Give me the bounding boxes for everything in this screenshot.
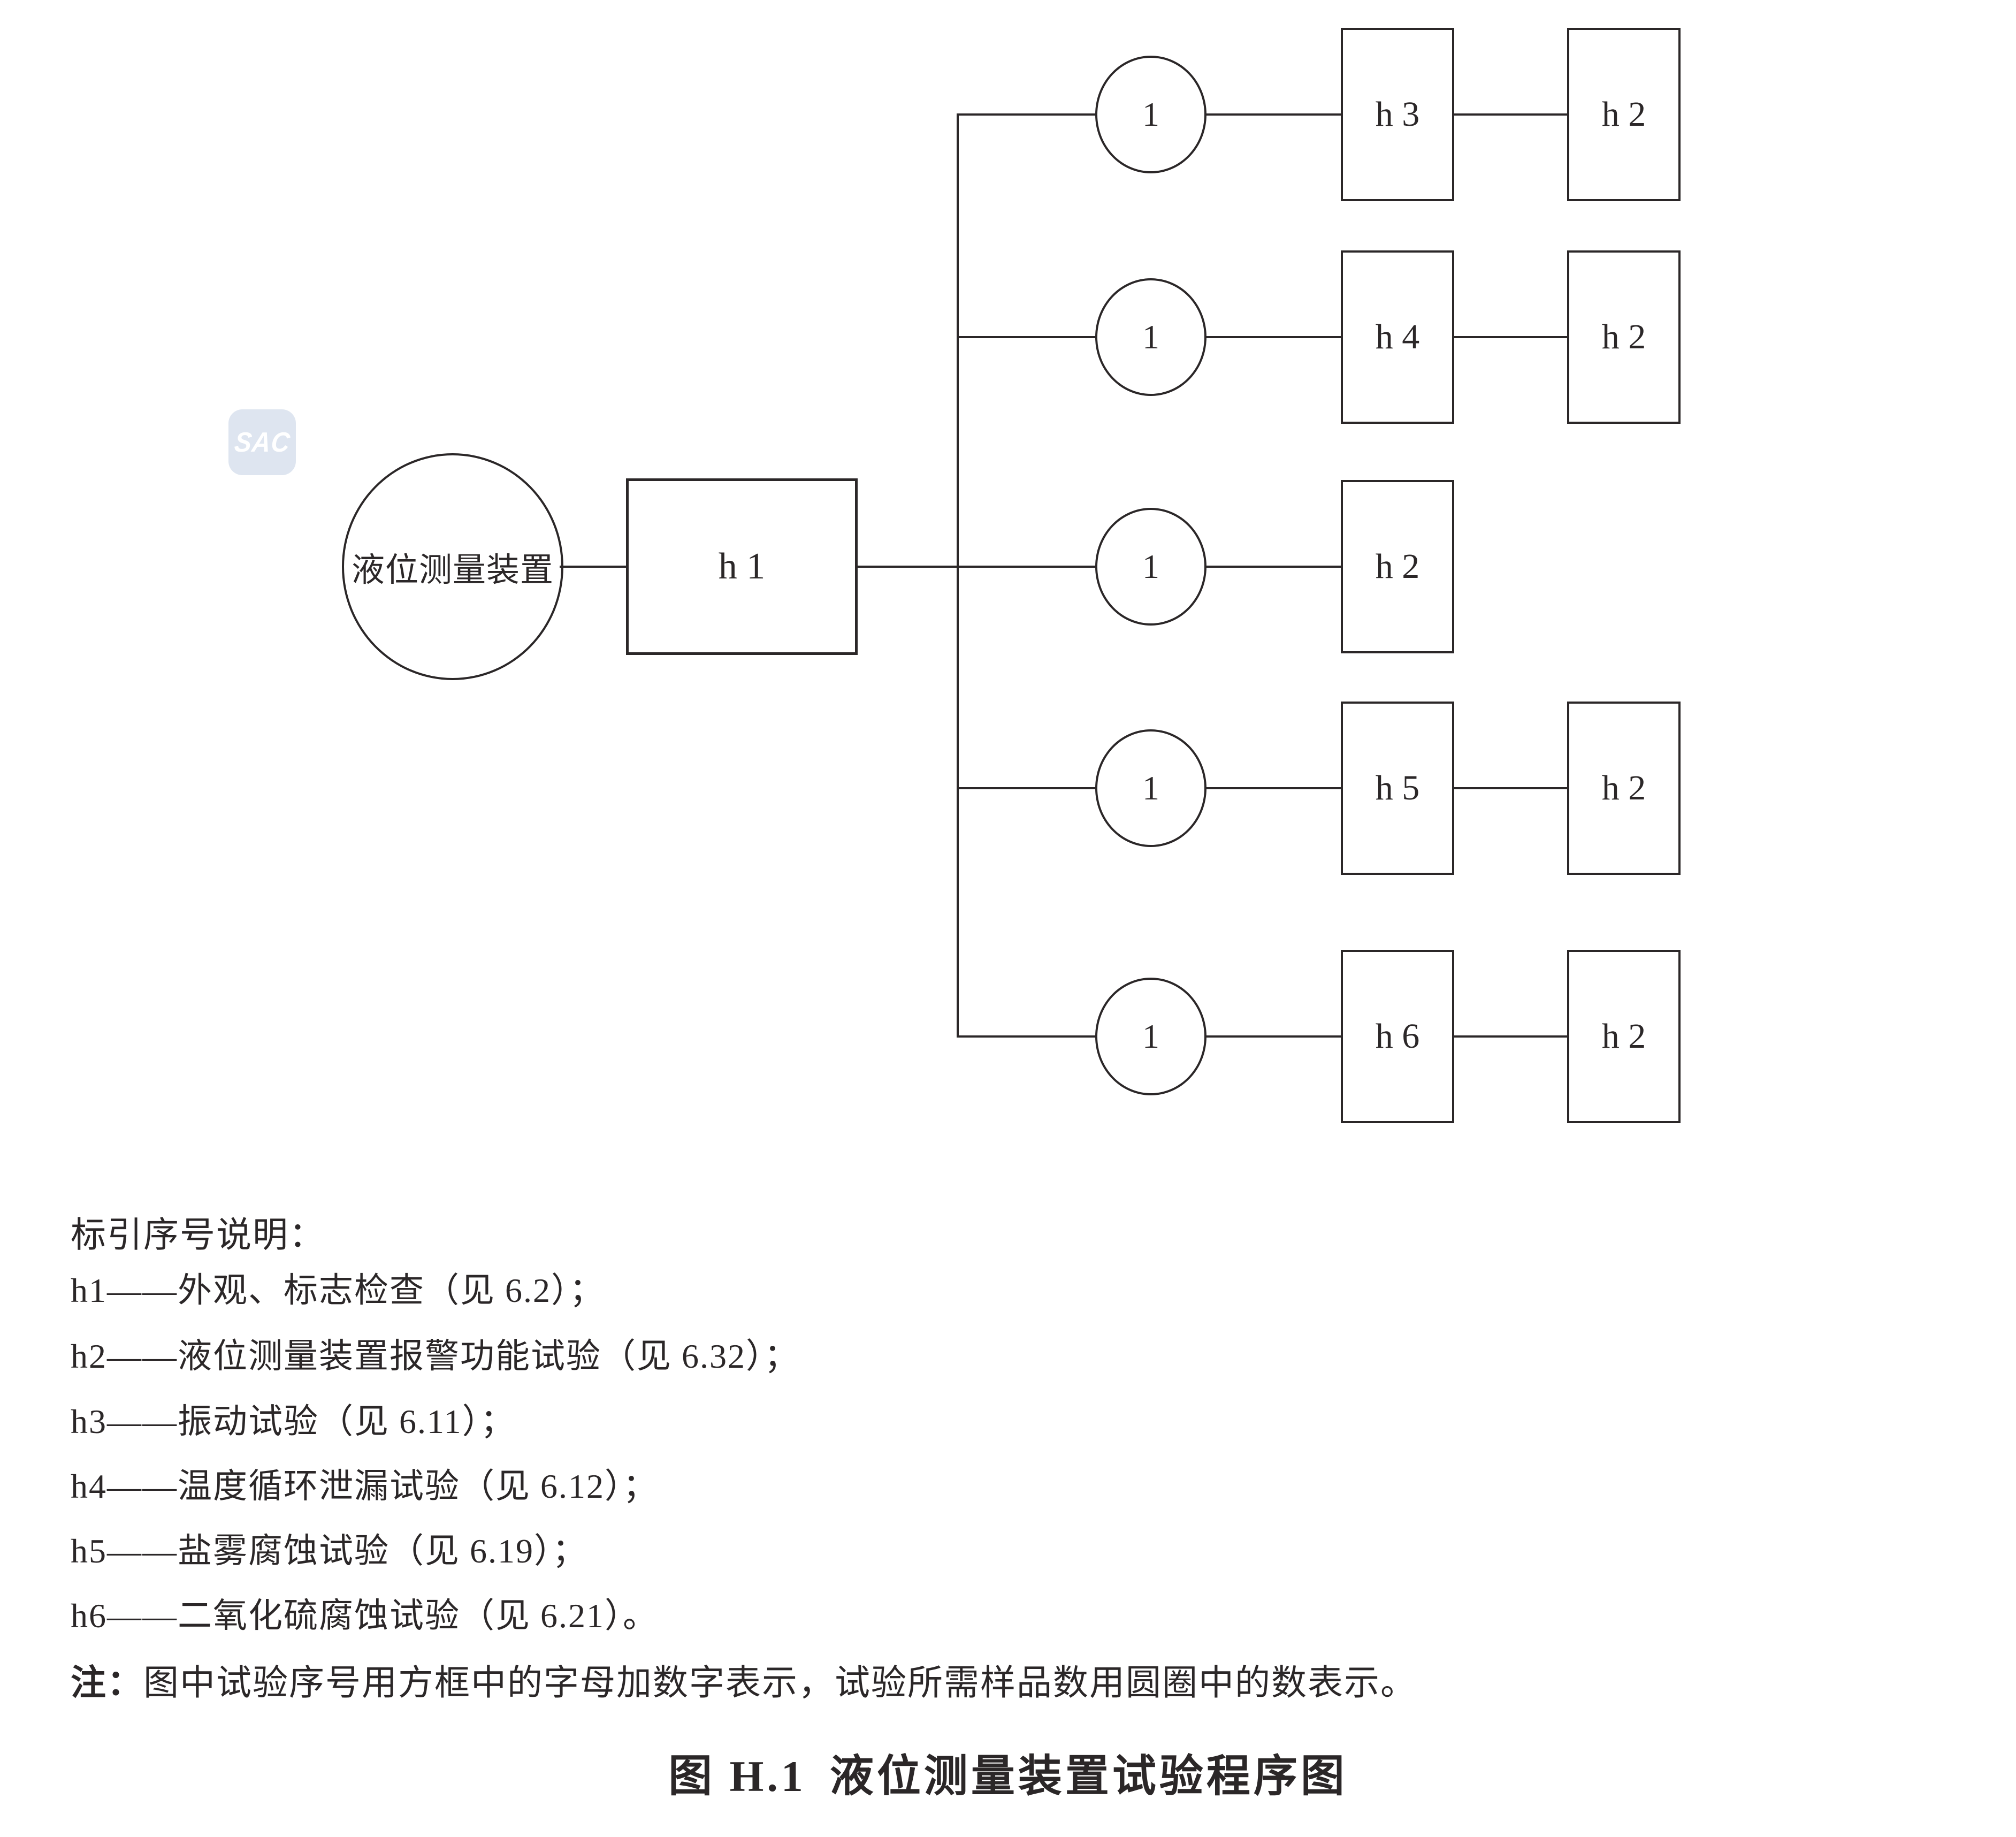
test-step-label: h 6 (1375, 1017, 1420, 1056)
test-step-box: h 2 (1567, 28, 1681, 201)
test-step-box: h 5 (1341, 702, 1454, 875)
branch-sample-circle: 1 (1095, 729, 1206, 847)
legend-item: h4——温度循环泄漏试验（见 6.12）； (71, 1467, 658, 1505)
branch-sample-circle: 1 (1095, 508, 1206, 626)
sample-count-label: 1 (1142, 547, 1159, 585)
figure-note: 注：图中试验序号用方框中的字母加数字表示，试验所需样品数用圆圈中的数表示。 (71, 1654, 1417, 1705)
connector-line (957, 113, 1096, 116)
test-step-label: h 5 (1375, 768, 1420, 807)
legend-item: h6——二氧化硫腐蚀试验（见 6.21）。 (71, 1597, 658, 1635)
test-step-box: h 2 (1567, 950, 1681, 1123)
connector-line (1205, 336, 1342, 338)
figure-caption: 图 H.1 液位测量装置试验程序图 (0, 1740, 2016, 1804)
figure-caption-label: 图 H.1 (668, 1752, 806, 1801)
sac-watermark-text: SAC (233, 426, 292, 458)
connector-line (1453, 787, 1568, 789)
connector-line (1205, 566, 1342, 568)
connector-line (957, 566, 1096, 568)
node-h1-label: h 1 (718, 546, 766, 587)
branch-sample-circle: 1 (1095, 978, 1206, 1095)
node-h1: h 1 (626, 478, 858, 655)
sample-count-label: 1 (1142, 769, 1159, 807)
test-step-box: h 2 (1567, 250, 1681, 424)
test-step-label: h 3 (1375, 95, 1420, 134)
test-step-label: h 2 (1601, 317, 1646, 356)
figure-note-text: 图中试验序号用方框中的字母加数字表示，试验所需样品数用圆圈中的数表示。 (143, 1664, 1417, 1703)
connector-line (1205, 787, 1342, 789)
legend-item: h2——液位测量装置报警功能试验（见 6.32）； (71, 1337, 799, 1375)
root-node: 液位测量装置 (342, 453, 563, 680)
test-step-label: h 2 (1601, 95, 1646, 134)
connector-line (1453, 336, 1568, 338)
test-step-label: h 2 (1375, 547, 1420, 586)
connector-line (957, 1035, 1096, 1038)
sample-count-label: 1 (1142, 1017, 1159, 1055)
legend-item: h5——盐雾腐蚀试验（见 6.19）； (71, 1532, 587, 1570)
test-step-box: h 6 (1341, 950, 1454, 1123)
trunk-line (957, 113, 959, 1038)
branch-sample-circle: 1 (1095, 278, 1206, 396)
connector-line (1453, 1035, 1568, 1038)
test-step-box: h 4 (1341, 250, 1454, 424)
connector-line (957, 336, 1096, 338)
connector-line (560, 566, 626, 568)
test-step-box: h 2 (1341, 480, 1454, 653)
connector-line (1205, 113, 1342, 116)
test-step-box: h 2 (1567, 702, 1681, 875)
sample-count-label: 1 (1142, 318, 1159, 356)
test-step-label: h 2 (1601, 768, 1646, 807)
legend-item: h1——外观、标志检查（见 6.2）； (71, 1271, 605, 1309)
test-step-label: h 4 (1375, 317, 1420, 356)
connector-line (856, 566, 959, 568)
connector-line (957, 787, 1096, 789)
legend-item: h3——振动试验（见 6.11）； (71, 1402, 516, 1440)
sac-watermark-logo: SAC (228, 409, 296, 475)
sample-count-label: 1 (1142, 95, 1159, 133)
legend-heading: 标引序号说明： (71, 1216, 325, 1255)
test-step-box: h 3 (1341, 28, 1454, 201)
root-node-label: 液位测量装置 (351, 552, 554, 589)
branch-sample-circle: 1 (1095, 56, 1206, 173)
test-step-label: h 2 (1601, 1017, 1646, 1056)
figure-note-label: 注： (71, 1664, 143, 1703)
figure-caption-title: 液位测量装置试验程序图 (829, 1752, 1348, 1801)
connector-line (1453, 113, 1568, 116)
connector-line (1205, 1035, 1342, 1038)
